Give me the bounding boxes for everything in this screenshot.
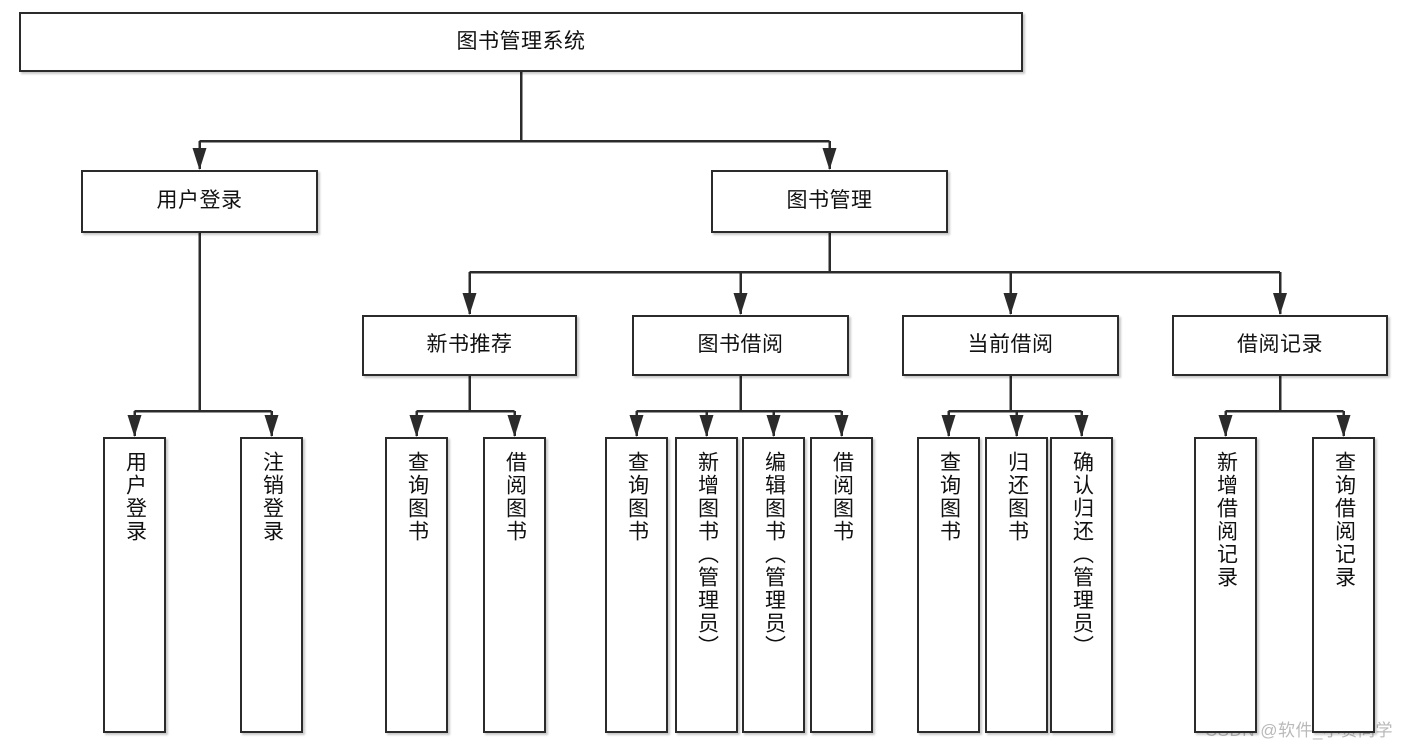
node-leaf-10[interactable]: 归还图书: [985, 437, 1048, 733]
node-label: 归还图书: [1005, 451, 1029, 543]
node-leaf-7[interactable]: 编辑图书（管理员）: [742, 437, 805, 733]
node-leaf-6[interactable]: 新增图书（管理员）: [675, 437, 738, 733]
node-label: 新增图书（管理员）: [695, 451, 719, 658]
node-label: 用户登录: [156, 189, 243, 213]
node-leaf-4[interactable]: 借阅图书: [483, 437, 546, 733]
node-leaf-2[interactable]: 注销登录: [240, 437, 303, 733]
node-borrow-record[interactable]: 借阅记录: [1172, 315, 1388, 376]
node-current-borrow[interactable]: 当前借阅: [902, 315, 1119, 376]
node-label: 查询图书: [937, 451, 961, 543]
node-new-book-rec[interactable]: 新书推荐: [362, 315, 577, 376]
node-label: 借阅图书: [503, 451, 527, 543]
node-label: 借阅记录: [1237, 333, 1323, 357]
node-label: 查询借阅记录: [1332, 451, 1356, 589]
node-leaf-11[interactable]: 确认归还（管理员）: [1050, 437, 1113, 733]
node-label: 查询图书: [405, 451, 429, 543]
node-label: 新书推荐: [426, 333, 513, 357]
node-leaf-5[interactable]: 查询图书: [605, 437, 668, 733]
node-leaf-8[interactable]: 借阅图书: [810, 437, 873, 733]
node-label: 查询图书: [625, 451, 649, 543]
node-leaf-3[interactable]: 查询图书: [385, 437, 448, 733]
node-label: 确认归还（管理员）: [1070, 451, 1094, 658]
node-leaf-13[interactable]: 查询借阅记录: [1312, 437, 1375, 733]
node-user-login[interactable]: 用户登录: [81, 170, 318, 233]
node-leaf-1[interactable]: 用户登录: [103, 437, 166, 733]
node-book-mgmt[interactable]: 图书管理: [711, 170, 948, 233]
node-label: 注销登录: [260, 451, 284, 543]
node-leaf-9[interactable]: 查询图书: [917, 437, 980, 733]
node-label: 借阅图书: [830, 451, 854, 543]
node-label: 图书管理系统: [456, 29, 586, 53]
node-label: 编辑图书（管理员）: [762, 451, 786, 658]
node-label: 用户登录: [123, 451, 147, 543]
node-label: 图书借阅: [697, 333, 784, 357]
node-label: 图书管理: [786, 189, 873, 213]
node-label: 新增借阅记录: [1214, 451, 1238, 589]
node-book-borrow[interactable]: 图书借阅: [632, 315, 849, 376]
node-leaf-12[interactable]: 新增借阅记录: [1194, 437, 1257, 733]
node-root[interactable]: 图书管理系统: [19, 12, 1023, 72]
node-label: 当前借阅: [967, 333, 1054, 357]
